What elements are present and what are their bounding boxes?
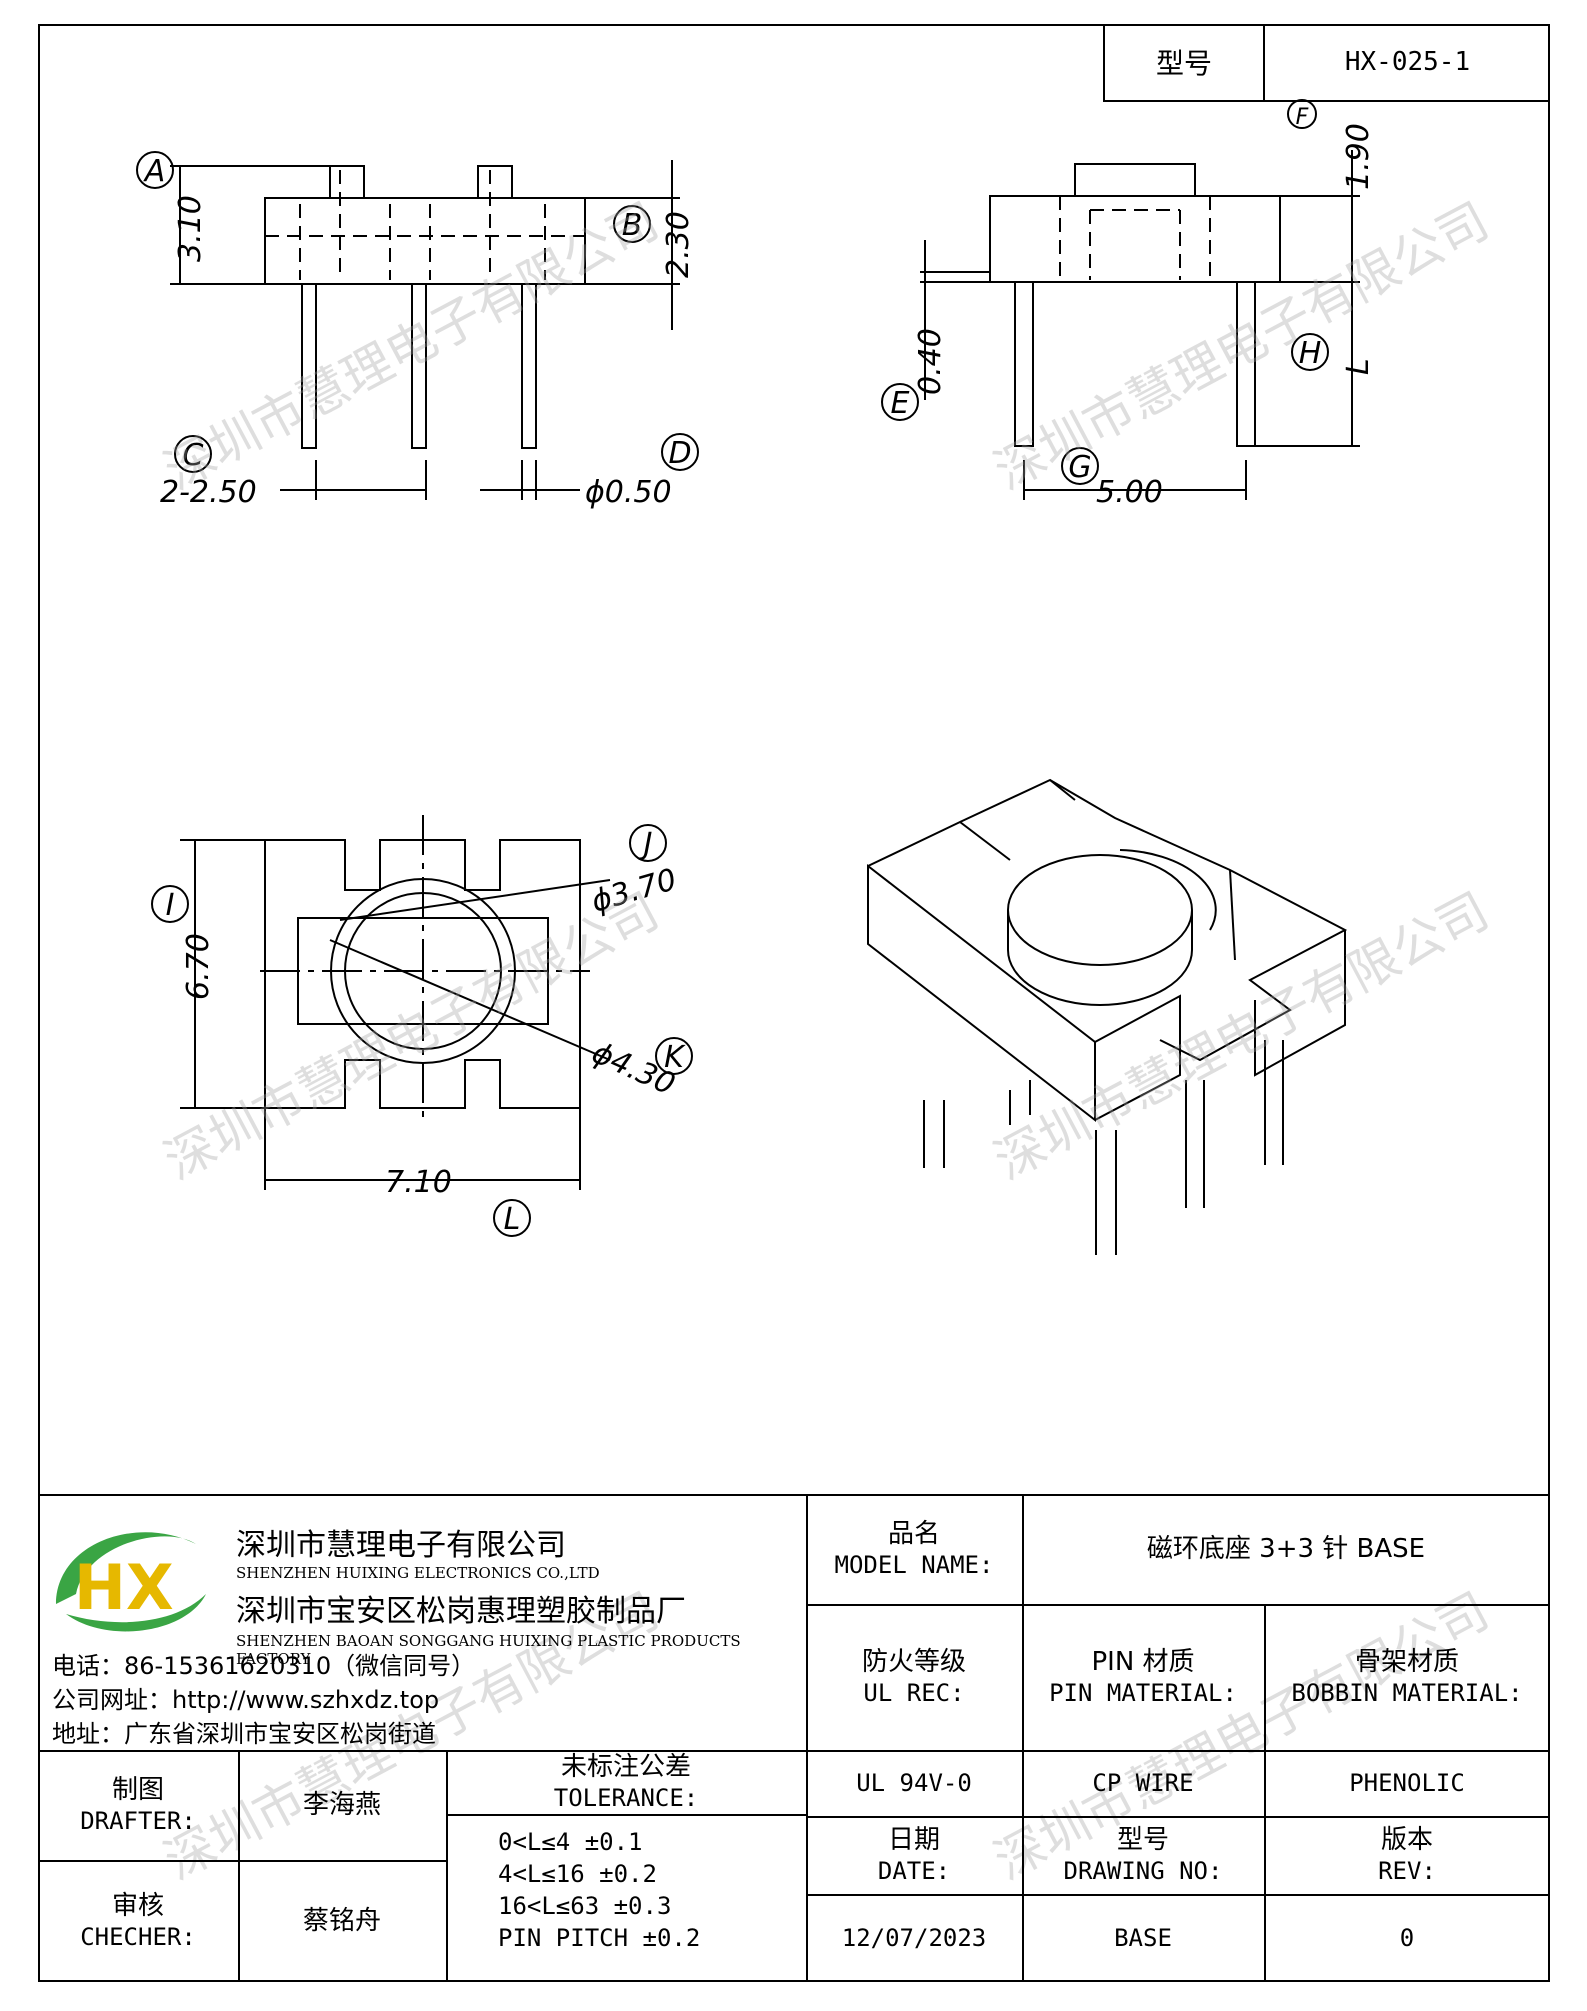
ul-rec-label: 防火等级 UL REC: <box>861 1646 966 1708</box>
grid-line <box>806 1494 808 1982</box>
drawing-no-value: BASE <box>1114 1924 1172 1952</box>
label-E: E <box>891 386 910 421</box>
company-phone: 电话：86-15361620310（微信同号） <box>52 1652 476 1680</box>
dim-bottom-inner: ϕ3.70 <box>588 862 681 920</box>
label-D: D <box>668 436 691 471</box>
tolerance-item: 16<L≤63 ±0.3 <box>498 1892 672 1920</box>
company-address: 地址：广东省深圳市宝安区松岗街道 <box>52 1720 436 1748</box>
dim-front-pitch: 2-2.50 <box>160 475 257 510</box>
callout-circles <box>136 99 1329 1237</box>
model-number-box: 型号 HX-025-1 <box>1103 24 1550 102</box>
label-J: J <box>639 827 653 862</box>
label-H: H <box>1299 336 1322 371</box>
technical-drawing: A B C D F E G H I J K L 3.10 2.30 2-2.50… <box>136 99 1376 1255</box>
label-A: A <box>143 154 166 189</box>
dim-side-width: 5.00 <box>1096 475 1163 510</box>
logo-text: HX <box>74 1551 174 1624</box>
grid-line <box>806 1604 1550 1606</box>
dim-front-pin: ϕ0.50 <box>585 475 672 510</box>
checker-label: 审核 CHECHER: <box>80 1890 196 1952</box>
grid-line <box>238 1750 240 1982</box>
grid-line <box>38 1860 446 1862</box>
tolerance-label: 未标注公差 TOLERANCE: <box>553 1751 699 1813</box>
label-L: L <box>504 1202 521 1237</box>
dim-side-top: 1.90 <box>1341 123 1376 190</box>
bottom-view <box>180 815 611 1190</box>
dim-front-body: 2.30 <box>661 211 696 278</box>
drafter-label: 制图 DRAFTER: <box>80 1774 196 1836</box>
model-name-value: 磁环底座 3+3 针 BASE <box>1146 1533 1426 1564</box>
tolerance-list: 0<L≤4 ±0.1 4<L≤16 ±0.2 16<L≤63 ±0.3 PIN … <box>498 1826 700 1954</box>
dim-side-L: L <box>1341 358 1376 375</box>
label-F: F <box>1296 105 1309 130</box>
checker-value: 蔡铭舟 <box>302 1905 381 1936</box>
title-block: HX 深圳市慧理电子有限公司 SHENZHEN HUIXING ELECTRON… <box>38 1494 1550 1982</box>
grid-line <box>446 1750 448 1982</box>
bobbin-material-label: 骨架材质 BOBBIN MATERIAL: <box>1291 1646 1523 1708</box>
company-website: 公司网址：http://www.szhxdz.top <box>52 1686 440 1714</box>
dim-bottom-depth: 6.70 <box>181 933 216 1000</box>
isometric-view <box>867 778 1348 1255</box>
dim-side-gap: 0.40 <box>913 328 948 395</box>
date-value: 12/07/2023 <box>841 1924 987 1952</box>
revision-label: 版本 REV: <box>1378 1824 1436 1886</box>
company-name-cn: 深圳市慧理电子有限公司 <box>236 1528 566 1563</box>
drawing-no-label: 型号 DRAWING NO: <box>1063 1824 1223 1886</box>
tolerance-item: 4<L≤16 ±0.2 <box>498 1860 657 1888</box>
date-label: 日期 DATE: <box>877 1824 951 1886</box>
bobbin-material-value: PHENOLIC <box>1349 1769 1465 1797</box>
tolerance-item: PIN PITCH ±0.2 <box>498 1924 701 1952</box>
front-view <box>170 160 680 500</box>
pin-material-label: PIN 材质 PIN MATERIAL: <box>1049 1646 1237 1708</box>
label-I: I <box>166 888 175 923</box>
factory-name-cn: 深圳市宝安区松岗惠理塑胶制品厂 <box>236 1594 686 1629</box>
company-name-en: SHENZHEN HUIXING ELECTRONICS CO.,LTD <box>236 1564 600 1582</box>
pin-material-value: CP WIRE <box>1092 1769 1194 1797</box>
dim-front-height: 3.10 <box>173 195 208 262</box>
grid-line <box>1264 1604 1266 1982</box>
factory-name-en: SHENZHEN BAOAN SONGGANG HUIXING PLASTIC … <box>236 1632 741 1668</box>
grid-line <box>446 1814 806 1816</box>
tolerance-item: 0<L≤4 ±0.1 <box>498 1828 643 1856</box>
model-name-label: 品名 MODEL NAME: <box>834 1518 994 1580</box>
label-C: C <box>183 438 204 473</box>
company-info: HX 深圳市慧理电子有限公司 SHENZHEN HUIXING ELECTRON… <box>38 1494 806 1754</box>
revision-value: 0 <box>1399 1924 1415 1952</box>
drafter-value: 李海燕 <box>302 1789 381 1820</box>
label-K: K <box>664 1040 686 1075</box>
label-G: G <box>1068 450 1091 485</box>
ul-rec-value: UL 94V-0 <box>856 1769 972 1797</box>
grid-line <box>38 1750 1550 1752</box>
model-label: 型号 <box>1105 24 1265 100</box>
dim-bottom-width: 7.10 <box>385 1165 452 1200</box>
grid-line <box>806 1816 1550 1818</box>
drawing-frame <box>38 24 1550 1982</box>
label-B: B <box>622 208 643 243</box>
grid-line <box>1022 1494 1024 1982</box>
grid-line <box>806 1894 1550 1896</box>
title-block-border <box>38 1494 1550 1496</box>
company-logo-icon: HX <box>56 1532 206 1632</box>
side-view <box>920 150 1360 500</box>
model-value: HX-025-1 <box>1344 47 1471 77</box>
